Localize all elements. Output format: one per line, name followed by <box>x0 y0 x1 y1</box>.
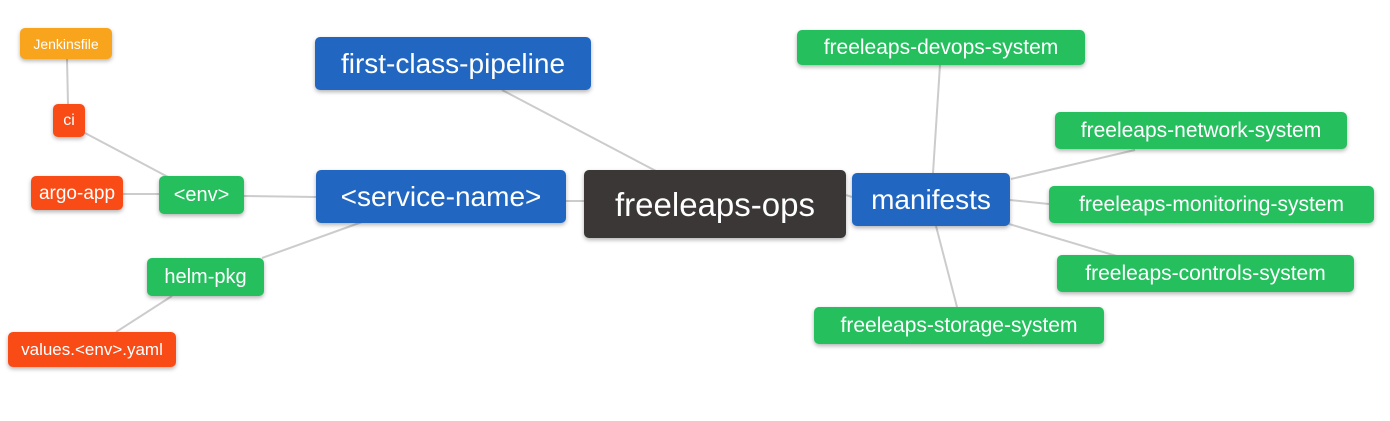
node-freeleaps-network-system[interactable]: freeleaps-network-system <box>1055 112 1347 149</box>
node-service-name[interactable]: <service-name> <box>316 170 566 223</box>
node-freeleaps-storage-system[interactable]: freeleaps-storage-system <box>814 307 1104 344</box>
node-freeleaps-monitoring-system[interactable]: freeleaps-monitoring-system <box>1049 186 1374 223</box>
node-jenkinsfile[interactable]: Jenkinsfile <box>20 28 112 59</box>
node-freeleaps-devops-system[interactable]: freeleaps-devops-system <box>797 30 1085 65</box>
node-first-class-pipeline[interactable]: first-class-pipeline <box>315 37 591 90</box>
edge-values-env-yaml-to-helm-pkg <box>115 295 173 333</box>
node-ci[interactable]: ci <box>53 104 85 137</box>
edge-manifests-to-freeleaps-monitoring-system <box>1009 199 1050 205</box>
node-values-env-yaml[interactable]: values.<env>.yaml <box>8 332 176 367</box>
node-env[interactable]: <env> <box>159 176 244 214</box>
node-freeleaps-ops[interactable]: freeleaps-ops <box>584 170 846 238</box>
edge-helm-pkg-to-service-name <box>261 221 363 259</box>
edge-ci-to-env <box>84 132 169 178</box>
node-freeleaps-controls-system[interactable]: freeleaps-controls-system <box>1057 255 1354 292</box>
edge-freeleaps-ops-to-manifests <box>845 194 853 198</box>
node-argo-app[interactable]: argo-app <box>31 176 123 210</box>
node-manifests[interactable]: manifests <box>852 173 1010 226</box>
edge-manifests-to-freeleaps-controls-system <box>1008 223 1121 258</box>
edge-manifests-to-freeleaps-storage-system <box>935 225 958 308</box>
edge-first-class-pipeline-to-freeleaps-ops <box>501 89 657 172</box>
edge-env-to-service-name <box>243 195 317 198</box>
edge-jenkinsfile-to-ci <box>66 58 69 105</box>
edge-freeleaps-devops-system-to-manifests <box>932 64 941 174</box>
node-helm-pkg[interactable]: helm-pkg <box>147 258 264 296</box>
edge-manifests-to-freeleaps-network-system <box>1010 149 1136 180</box>
